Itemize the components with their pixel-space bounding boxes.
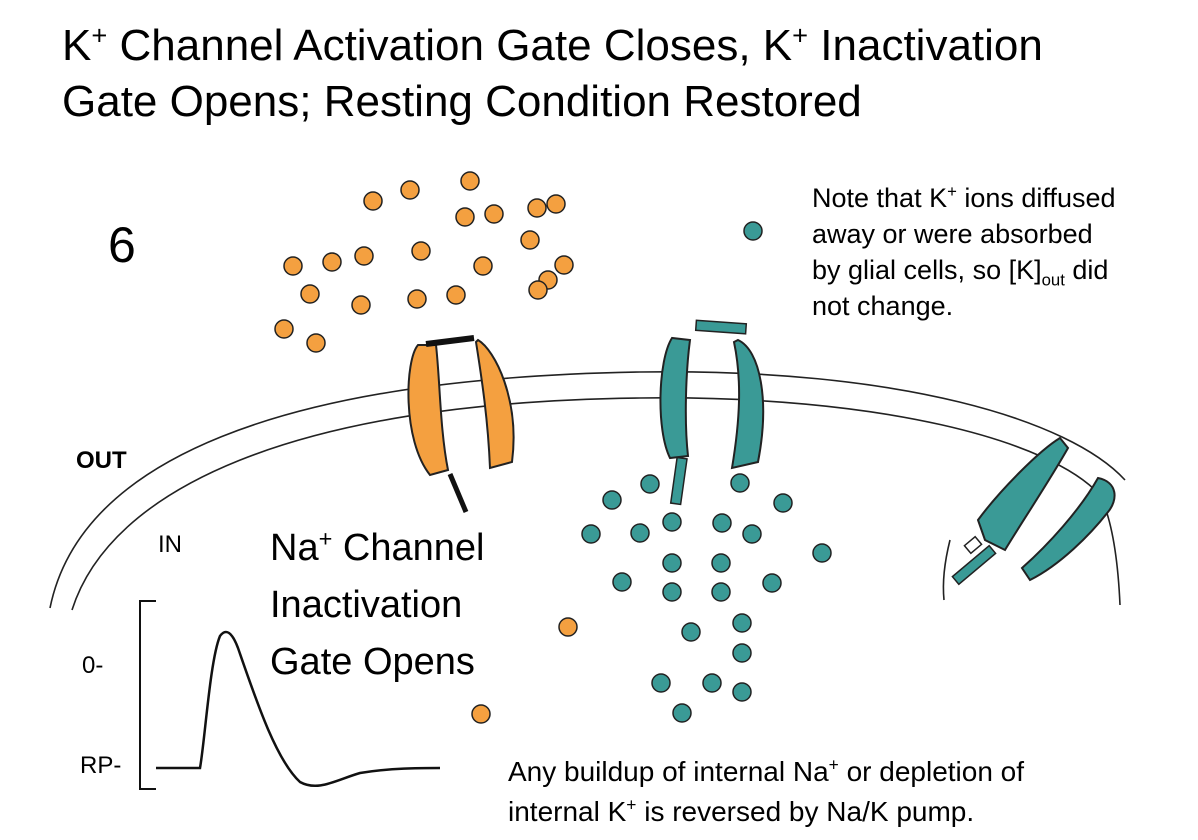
- na-ion: [283, 256, 303, 276]
- na-ion: [354, 246, 374, 266]
- action-potential-graph: [139, 600, 441, 790]
- na-channel-label: Na+ Channel Inactivation Gate Opens: [270, 525, 485, 683]
- na-k-pump: [951, 436, 1116, 586]
- na-ion: [554, 255, 574, 275]
- k-ion: [711, 553, 731, 573]
- k-ion-outside: [743, 221, 763, 241]
- k-ion: [662, 512, 682, 532]
- k-ions-inside: [581, 473, 832, 723]
- na-ion: [473, 256, 493, 276]
- k-ion: [662, 582, 682, 602]
- na-ion: [363, 191, 383, 211]
- graph-axis-bracket: [139, 600, 156, 790]
- k-channel-left-subunit: [659, 336, 692, 460]
- note-k-diffused: Note that K+ ions diffused away or were …: [812, 182, 1116, 321]
- step-number: 6: [108, 217, 136, 273]
- title-line-1: K+ Channel Activation Gate Closes, K+ In…: [62, 19, 1043, 70]
- graph-label-zero: 0-: [82, 652, 104, 679]
- k-ion: [732, 613, 752, 633]
- na-activation-gate: [425, 335, 475, 347]
- k-ion: [732, 643, 752, 663]
- k-ion: [640, 474, 660, 494]
- na-ion: [527, 198, 547, 218]
- k-ion: [742, 524, 762, 544]
- graph-label-rp: RP-: [80, 752, 122, 779]
- membrane-left-tail: [942, 539, 951, 601]
- k-ion: [681, 622, 701, 642]
- na-ion: [460, 171, 480, 191]
- label-out: OUT: [76, 447, 127, 474]
- na-ion: [274, 319, 294, 339]
- k-ion: [630, 523, 650, 543]
- k-ion: [612, 572, 632, 592]
- na-ion: [558, 617, 578, 637]
- pump-left-subunit: [976, 436, 1070, 552]
- na-ion: [484, 204, 504, 224]
- k-ion: [651, 673, 671, 693]
- k-ion: [662, 553, 682, 573]
- k-ion: [581, 524, 601, 544]
- na-ion: [400, 180, 420, 200]
- k-ion: [773, 493, 793, 513]
- na-ion: [411, 241, 431, 261]
- k-activation-gate: [694, 319, 748, 335]
- membrane-inner-arc: [71, 397, 1101, 611]
- k-ion: [762, 573, 782, 593]
- k-ion: [730, 473, 750, 493]
- k-ion: [711, 582, 731, 602]
- k-ion: [672, 703, 692, 723]
- k-channel-right-subunit: [730, 338, 765, 470]
- na-ion: [300, 284, 320, 304]
- bottom-note: Any buildup of internal Na+ or depletion…: [508, 754, 1025, 827]
- na-inactivation-gate: [447, 473, 469, 513]
- na-ion: [520, 230, 540, 250]
- pump-gate: [951, 544, 997, 586]
- k-ion: [702, 673, 722, 693]
- na-ion: [546, 194, 566, 214]
- pump-right-subunit: [1020, 476, 1116, 582]
- na-ion: [446, 285, 466, 305]
- na-channel: [407, 335, 515, 513]
- na-ions-outside: [274, 171, 574, 353]
- k-channel: [659, 319, 765, 506]
- slide-title: K+ Channel Activation Gate Closes, K+ In…: [62, 18, 1172, 130]
- label-in: IN: [158, 531, 182, 558]
- action-potential-trace: [156, 630, 441, 787]
- na-ion: [306, 333, 326, 353]
- k-inactivation-gate: [669, 456, 688, 506]
- na-ion: [471, 704, 491, 724]
- na-ion: [351, 295, 371, 315]
- k-ion: [812, 543, 832, 563]
- k-ion: [732, 682, 752, 702]
- title-line-2: Gate Opens; Resting Condition Restored: [62, 77, 862, 126]
- na-channel-left-subunit: [407, 344, 450, 477]
- na-ions-inside: [471, 617, 578, 724]
- membrane-outer-arc: [49, 370, 1126, 609]
- na-channel-right-subunit: [474, 338, 515, 470]
- k-ion: [712, 513, 732, 533]
- na-ion: [407, 289, 427, 309]
- na-ion: [322, 252, 342, 272]
- k-ion: [602, 490, 622, 510]
- pump-gate-notch: [963, 535, 983, 555]
- na-ion: [455, 207, 475, 227]
- na-ion: [528, 280, 548, 300]
